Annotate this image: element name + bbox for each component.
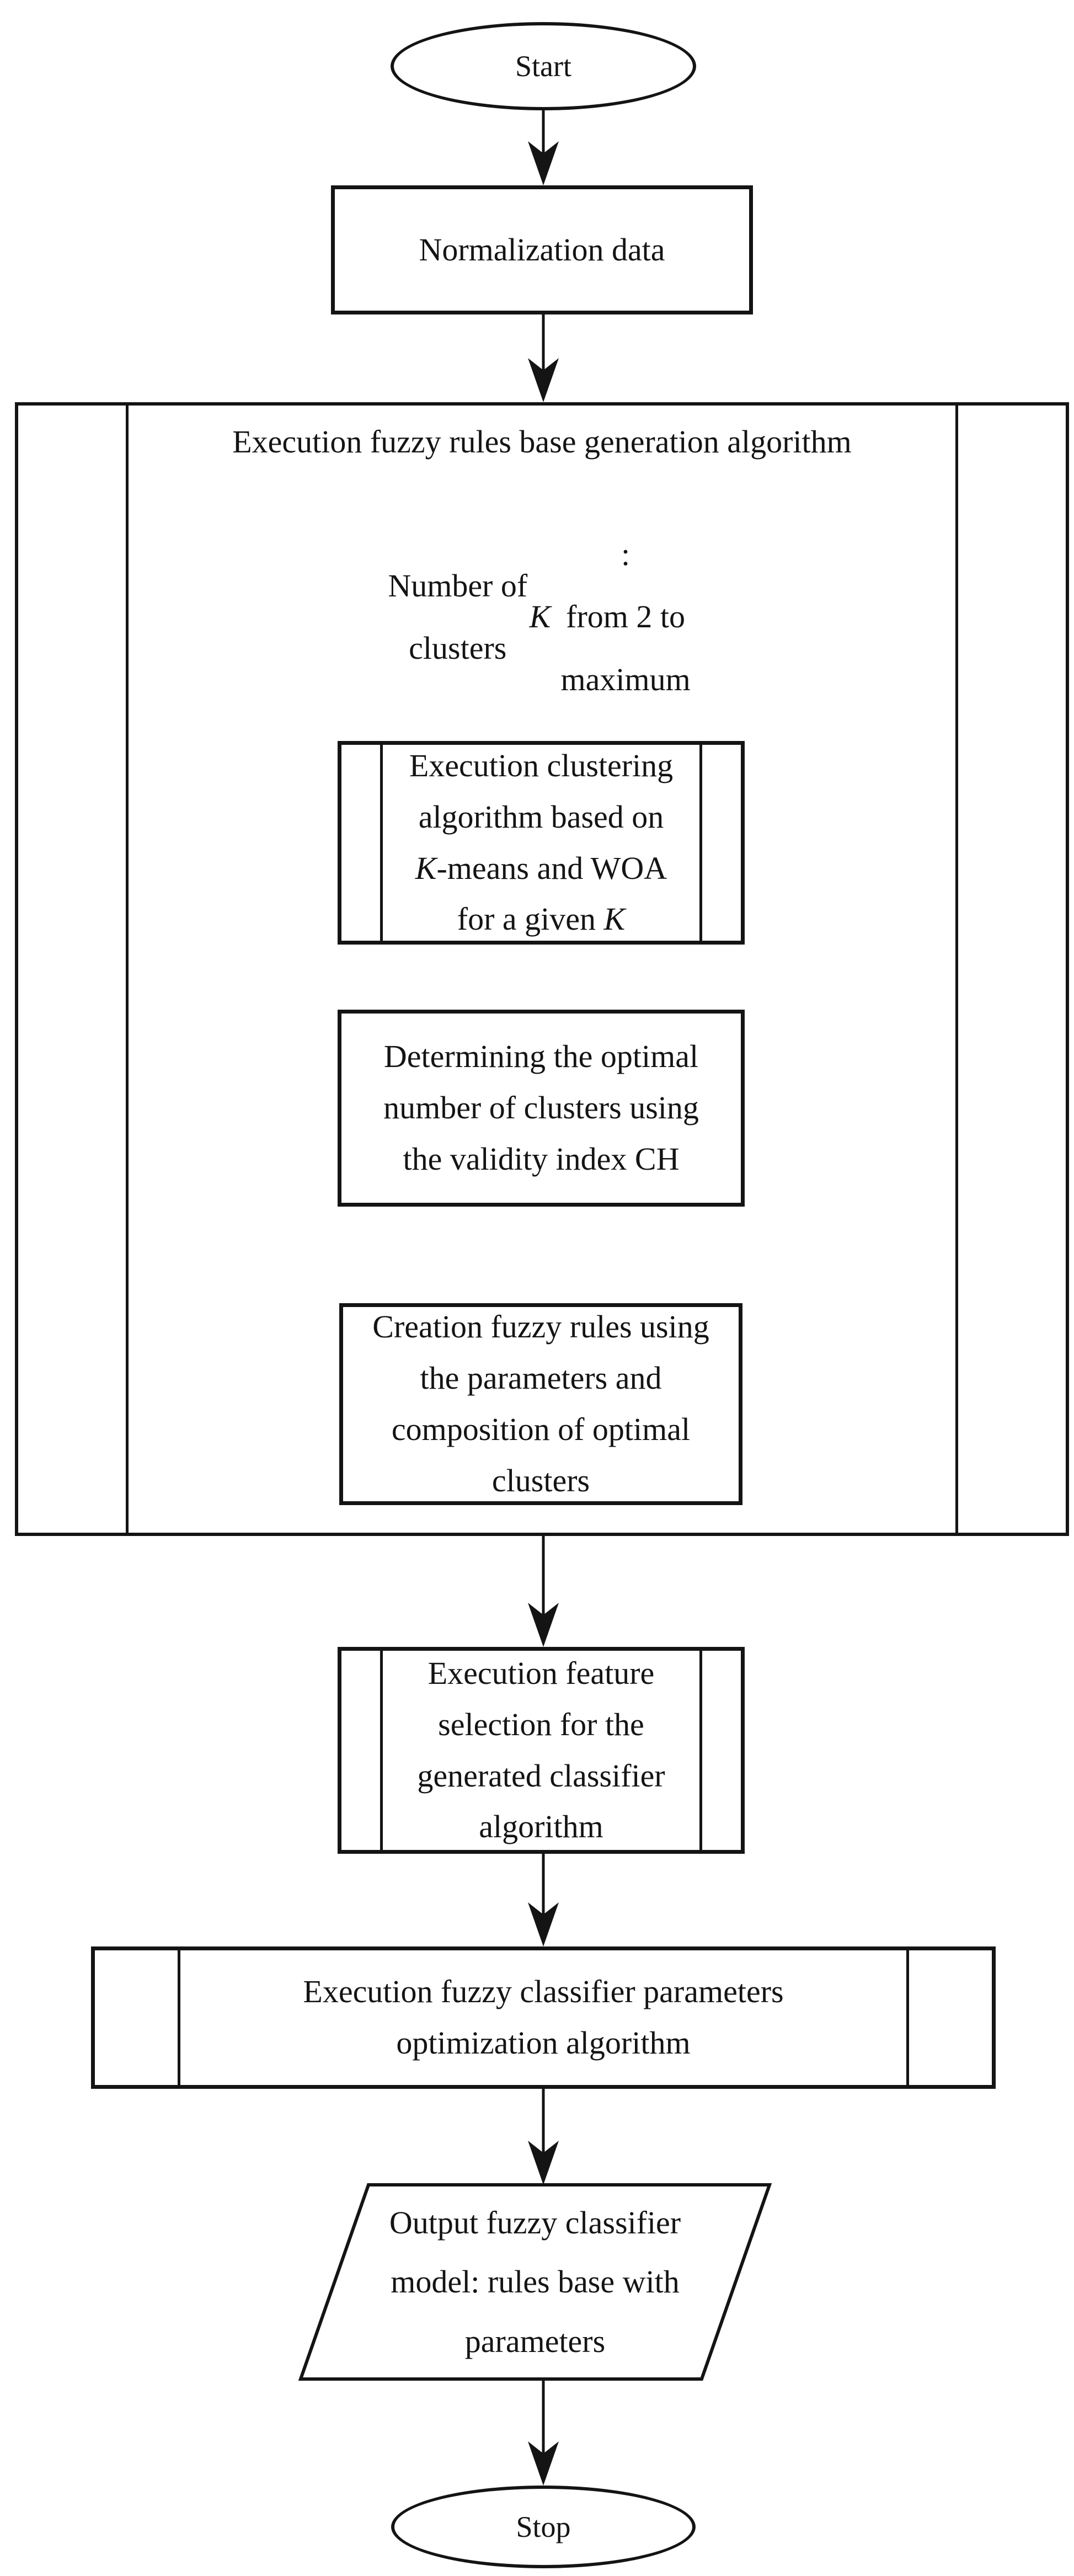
clustering-right-bar	[699, 745, 702, 941]
arrowhead-into-stop	[528, 2441, 559, 2486]
optimization-right-bar	[906, 1950, 909, 2085]
normalization-process: Normalization data	[331, 185, 753, 314]
arrowhead-into-optimization	[528, 1902, 559, 1946]
arrowhead-into-feature	[528, 1603, 559, 1647]
container-right-bar	[955, 406, 958, 1533]
stop-terminator: Stop	[391, 2486, 696, 2568]
start-terminator: Start	[391, 22, 696, 110]
optimization-left-bar	[178, 1950, 180, 2085]
container-title: Execution fuzzy rules base generation al…	[232, 423, 852, 460]
arrowhead-into-container	[528, 358, 559, 402]
arrowhead-into-normalization	[528, 141, 559, 185]
container-left-bar	[126, 406, 129, 1533]
feature-right-bar	[699, 1651, 702, 1850]
hexagon-label: Number of clusters K:from 2 to maximum	[388, 536, 690, 697]
parallelogram-output-model	[298, 2183, 772, 2381]
arrowhead-into-output	[528, 2141, 559, 2185]
clustering-left-bar	[380, 745, 383, 941]
feature-left-bar	[380, 1651, 383, 1850]
